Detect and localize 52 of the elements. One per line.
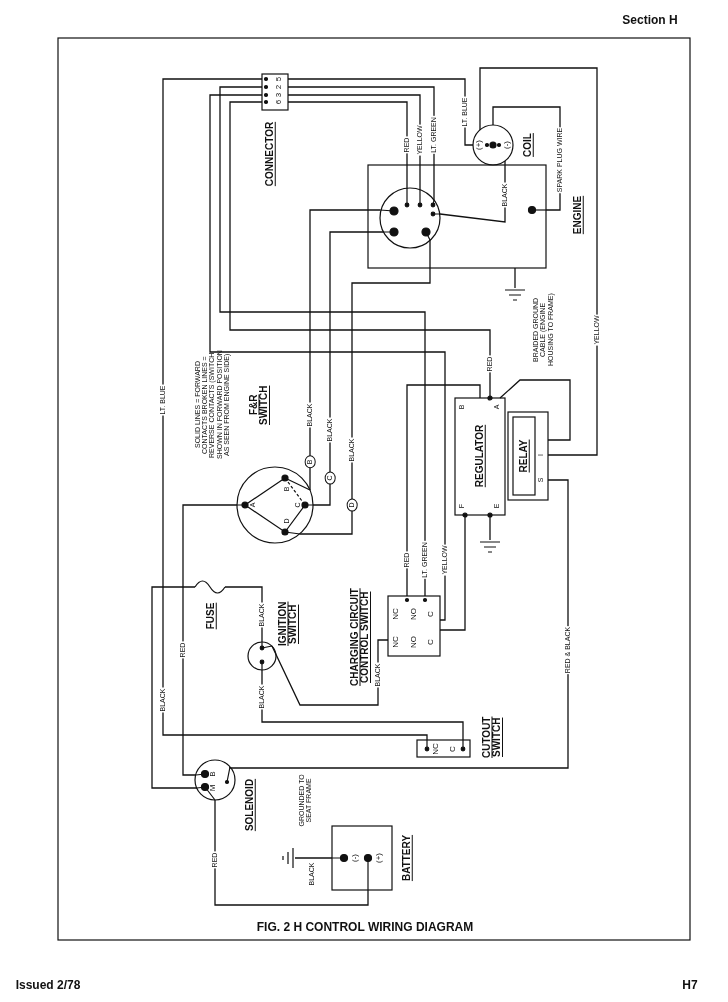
- component-label: CUTOUT SWITCH: [481, 715, 503, 760]
- wire: [219, 86, 426, 597]
- wire: [479, 67, 598, 456]
- terminal-label: (+): [374, 853, 384, 863]
- terminal-label: (-): [502, 141, 512, 149]
- terminal-label: NO: [409, 608, 419, 620]
- terminal-label: (+): [474, 140, 484, 150]
- terminal-label: NO: [409, 636, 419, 648]
- wire: [287, 101, 408, 190]
- wire: [309, 209, 381, 491]
- wire: [499, 379, 571, 441]
- terminal-label: NC: [391, 608, 401, 620]
- wire: [209, 94, 446, 621]
- wire: [261, 669, 464, 741]
- wire: [162, 78, 428, 741]
- pin-number: 2: [274, 84, 284, 90]
- component-label: F&R SWITCH: [248, 384, 270, 427]
- issue-date: Issued 2/78: [15, 978, 81, 992]
- component-label: BATTERY: [401, 834, 413, 882]
- component-label: SOLENOID: [244, 778, 256, 832]
- component-label: RELAY: [518, 439, 530, 473]
- wire: [406, 384, 481, 597]
- page-number: H7: [682, 978, 698, 992]
- component-label: FUSE: [205, 602, 217, 630]
- terminal-label: NC: [431, 743, 441, 755]
- wire: [294, 857, 333, 859]
- pin-number: 5: [274, 76, 284, 82]
- wire: [299, 239, 431, 535]
- terminal-label: C: [426, 611, 436, 617]
- wire: [312, 231, 385, 506]
- terminal-label: NC: [391, 636, 401, 648]
- terminal-label: C: [448, 746, 458, 752]
- component-label: IGNITION SWITCH: [277, 600, 299, 649]
- pin-number: 3: [274, 92, 284, 98]
- wire: [514, 267, 516, 289]
- component-label: REGULATOR: [474, 424, 486, 488]
- figure-caption: FIG. 2 H CONTROL WIRING DIAGRAM: [256, 920, 474, 934]
- terminal-label: B: [208, 771, 218, 777]
- section-heading: Section H: [622, 13, 678, 27]
- wire: [214, 799, 369, 906]
- component-label: COIL: [522, 133, 534, 157]
- wire: [229, 479, 569, 769]
- wire: [271, 639, 389, 706]
- terminal-label: (-): [350, 854, 360, 862]
- component-label: ENGINE: [572, 195, 584, 235]
- component-label: CONNECTOR: [264, 121, 276, 187]
- pin-number: 6: [274, 99, 284, 105]
- wire: [182, 504, 238, 776]
- wire: [151, 586, 198, 789]
- terminal-label: M: [208, 784, 218, 792]
- component-label: CHARGING CIRCUIT CONTROL SWITCH: [349, 587, 371, 687]
- terminal-label: C: [426, 639, 436, 645]
